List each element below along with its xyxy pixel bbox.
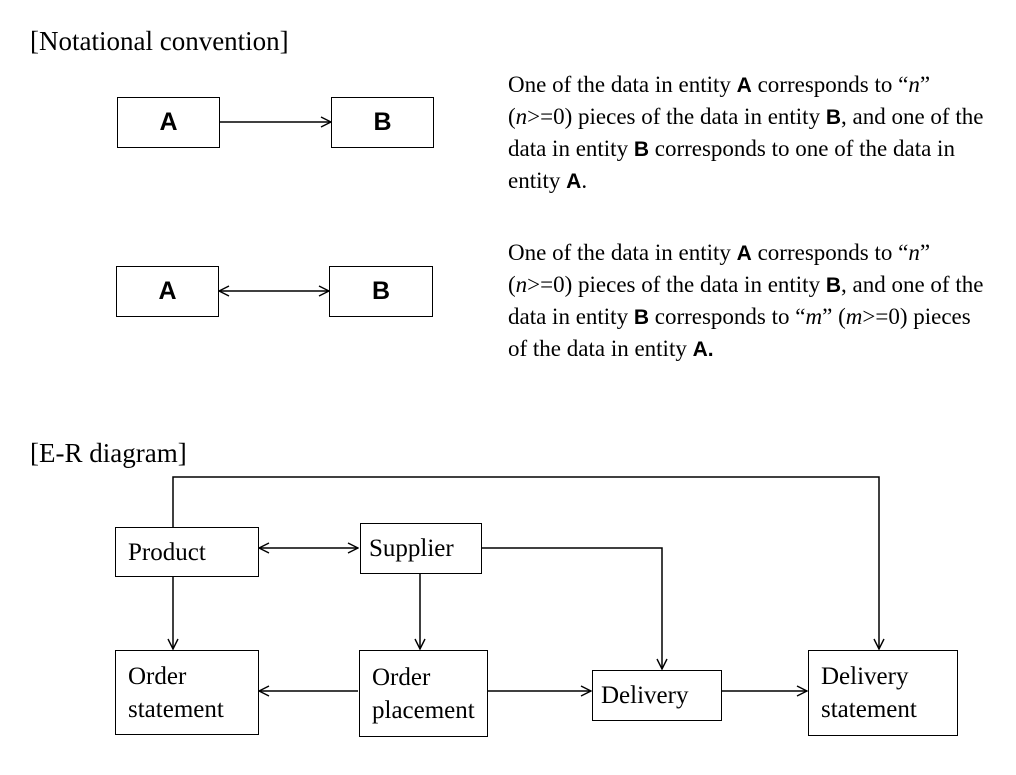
convention-entity-a-many-to-many: A [116,266,219,317]
entity-order-statement: Order statement [115,650,259,735]
entity-supplier-label: Supplier [369,535,454,562]
er-diagram-heading: [E-R diagram] [30,438,187,468]
convention-description-many-to-many: One of the data in entity A corresponds … [508,240,984,361]
product-deliverystatement-arrow [172,476,879,649]
entity-delivery: Delivery [592,670,722,721]
entity-order-statement-label-line1: Order [128,662,187,690]
convention-entity-a-one-to-many: A [117,97,220,148]
convention-description-one-to-many: One of the data in entity A corresponds … [508,72,984,193]
entity-order-placement-label-line1: Order [372,663,431,691]
entity-order-statement-label-line2: statement [128,695,224,723]
entity-delivery-statement: Delivery statement [808,650,958,736]
convention-entity-b-one-to-many: B [331,97,434,148]
entity-delivery-label: Delivery [601,682,689,709]
entity-product-label: Product [128,538,206,566]
entity-product: Product [115,527,259,577]
entity-order-placement-label-line2: placement [372,696,475,724]
notational-convention-heading: [Notational convention] [30,26,289,56]
entity-supplier: Supplier [360,523,482,574]
entity-delivery-statement-label-line2: statement [821,696,917,723]
convention-entity-b-many-to-many: B [329,266,433,317]
entity-order-placement: Order placement [359,650,488,737]
supplier-delivery-arrow [482,547,662,669]
entity-delivery-statement-label-line1: Delivery [821,663,909,690]
